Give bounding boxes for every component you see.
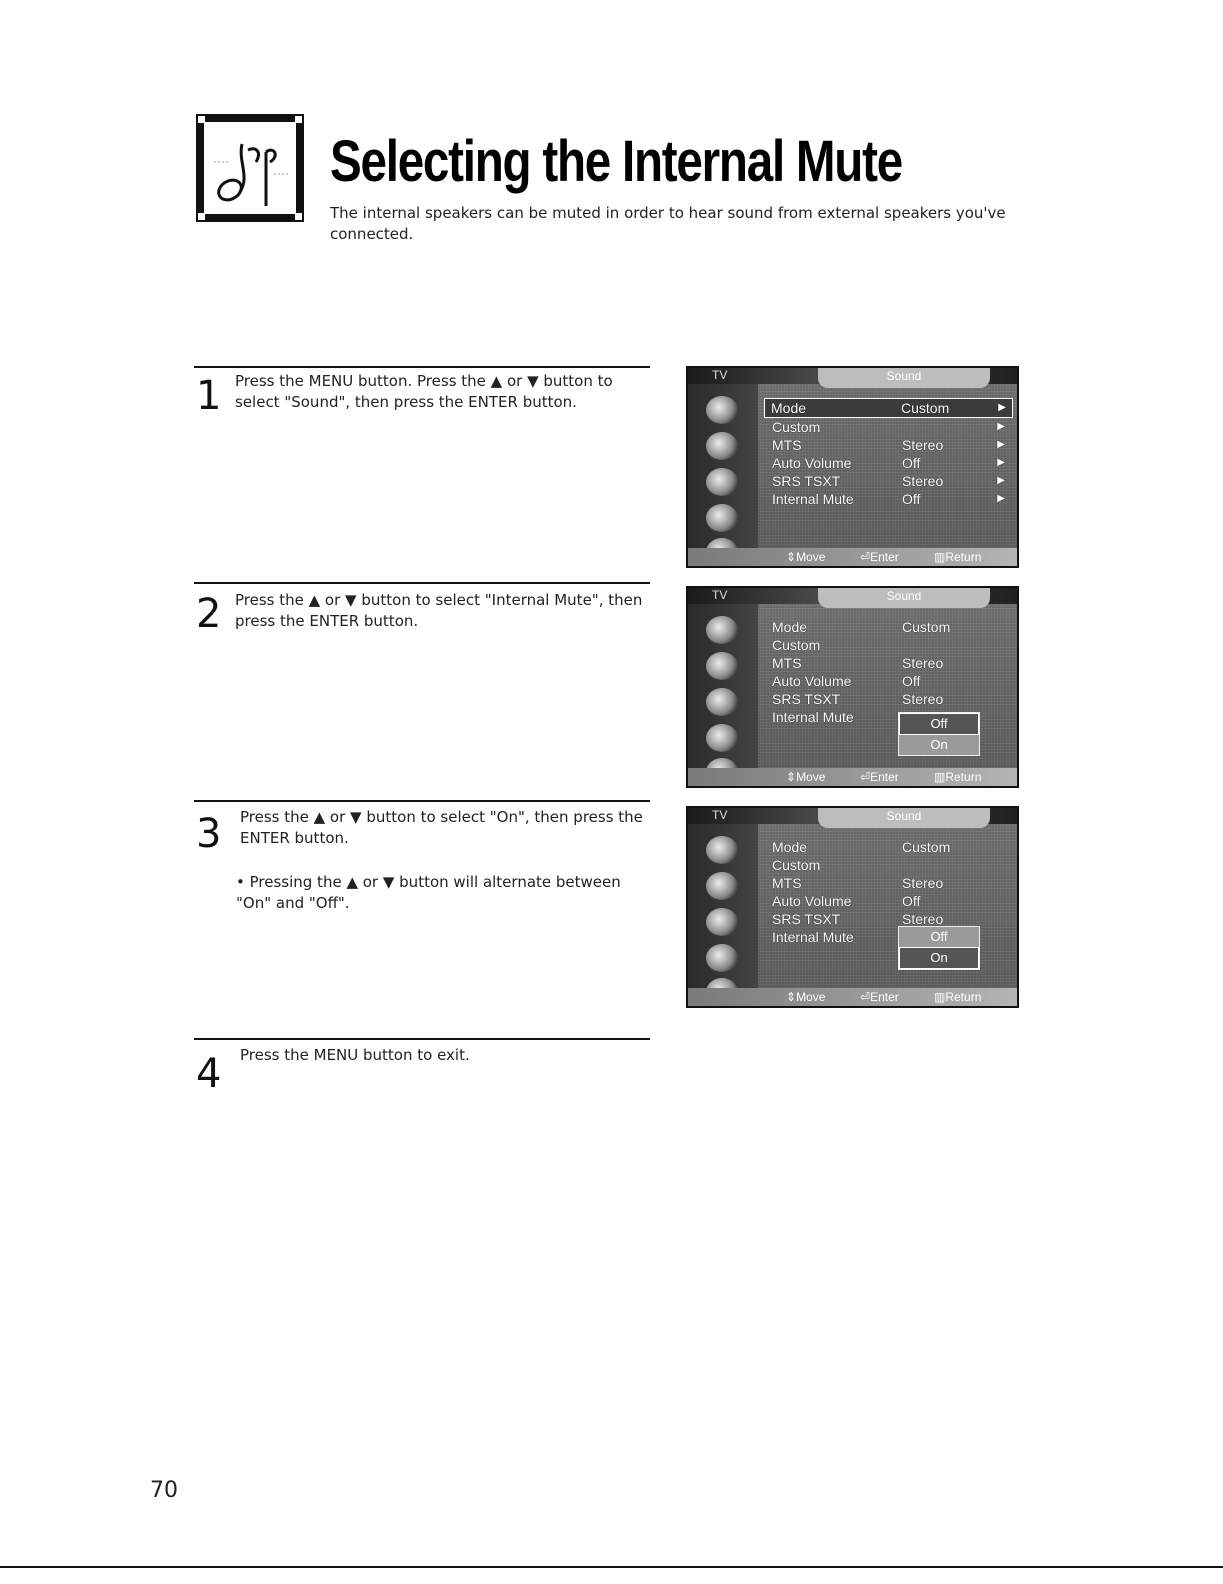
step-text: Press the MENU button. Press the ▲ or ▼ … [235, 372, 613, 411]
intro-text: The internal speakers can be muted in or… [330, 204, 1006, 243]
enter-hint: ⏎ Enter [860, 550, 899, 564]
menu-sidebar [688, 824, 758, 1006]
return-hint: ▥ Return [934, 990, 982, 1004]
menu-sidebar [688, 604, 758, 786]
sound-tab: Sound [818, 368, 990, 388]
arrow-right-icon: ▶ [997, 475, 1005, 486]
tv-label: TV [712, 808, 728, 822]
sound-icon [706, 432, 738, 460]
page-number: 70 [150, 1478, 178, 1503]
step-number: 2 [196, 591, 222, 637]
menu-footer: ⇕ Move ⏎ Enter ▥ Return [688, 988, 1017, 1006]
picture-icon [706, 836, 738, 864]
arrow-right-icon: ▶ [997, 493, 1005, 504]
menu-item-internal-mute[interactable]: Internal Mute [772, 709, 854, 725]
return-hint: ▥ Return [934, 550, 982, 564]
menu-item-custom[interactable]: Custom [772, 637, 821, 653]
step-number: 4 [196, 1051, 222, 1097]
channel-icon [706, 908, 738, 936]
sound-tab: Sound [818, 808, 990, 828]
step-divider [194, 800, 650, 802]
arrow-right-icon: ▶ [997, 457, 1005, 468]
tv-label: TV [712, 588, 728, 602]
sound-tab: Sound [818, 588, 990, 608]
sound-icon [706, 872, 738, 900]
step-divider [194, 366, 650, 368]
page-title: Selecting the Internal Mute [330, 129, 903, 194]
step-text: Press the ▲ or ▼ button to select "Inter… [235, 591, 643, 630]
menu-sidebar [688, 384, 758, 566]
channel-icon [706, 688, 738, 716]
move-hint: ⇕ Move [786, 990, 826, 1004]
setup-icon [706, 724, 738, 752]
sound-icon [706, 652, 738, 680]
step-number: 1 [196, 373, 222, 419]
menu-footer: ⇕ Move ⏎ Enter ▥ Return [688, 768, 1017, 786]
step-text: Press the ▲ or ▼ button to select "On", … [240, 808, 643, 847]
step-divider [194, 582, 650, 584]
menu-item-internal-mute[interactable]: Internal Mute [772, 929, 854, 945]
setup-icon [706, 944, 738, 972]
option-on[interactable]: On [930, 737, 948, 752]
picture-icon [706, 616, 738, 644]
move-hint: ⇕ Move [786, 770, 826, 784]
arrow-right-icon: ▶ [997, 421, 1005, 432]
return-hint: ▥ Return [934, 770, 982, 784]
picture-icon [706, 396, 738, 424]
setup-icon [706, 504, 738, 532]
bottom-divider [0, 1566, 1223, 1568]
menu-item-custom[interactable]: Custom [772, 857, 821, 873]
arrow-right-icon: ▶ [998, 402, 1006, 413]
tv-label: TV [712, 368, 728, 382]
enter-hint: ⏎ Enter [860, 770, 899, 784]
arrow-right-icon: ▶ [997, 439, 1005, 450]
step-text: Press the MENU button to exit. [240, 1046, 470, 1064]
step-divider [194, 1038, 650, 1040]
internal-mute-options: Off On [898, 926, 980, 970]
move-hint: ⇕ Move [786, 550, 826, 564]
step-number: 3 [196, 811, 222, 857]
step-bullet-note: • Pressing the ▲ or ▼ button will altern… [236, 873, 621, 912]
option-off[interactable]: Off [930, 929, 948, 944]
option-on[interactable]: On [899, 947, 979, 969]
option-off[interactable]: Off [899, 713, 979, 735]
music-note-icon [196, 114, 304, 222]
menu-item-custom[interactable]: Custom▶ [772, 419, 1005, 435]
channel-icon [706, 468, 738, 496]
internal-mute-options: Off On [898, 712, 980, 756]
enter-hint: ⏎ Enter [860, 990, 899, 1004]
menu-footer: ⇕ Move ⏎ Enter ▥ Return [688, 548, 1017, 566]
